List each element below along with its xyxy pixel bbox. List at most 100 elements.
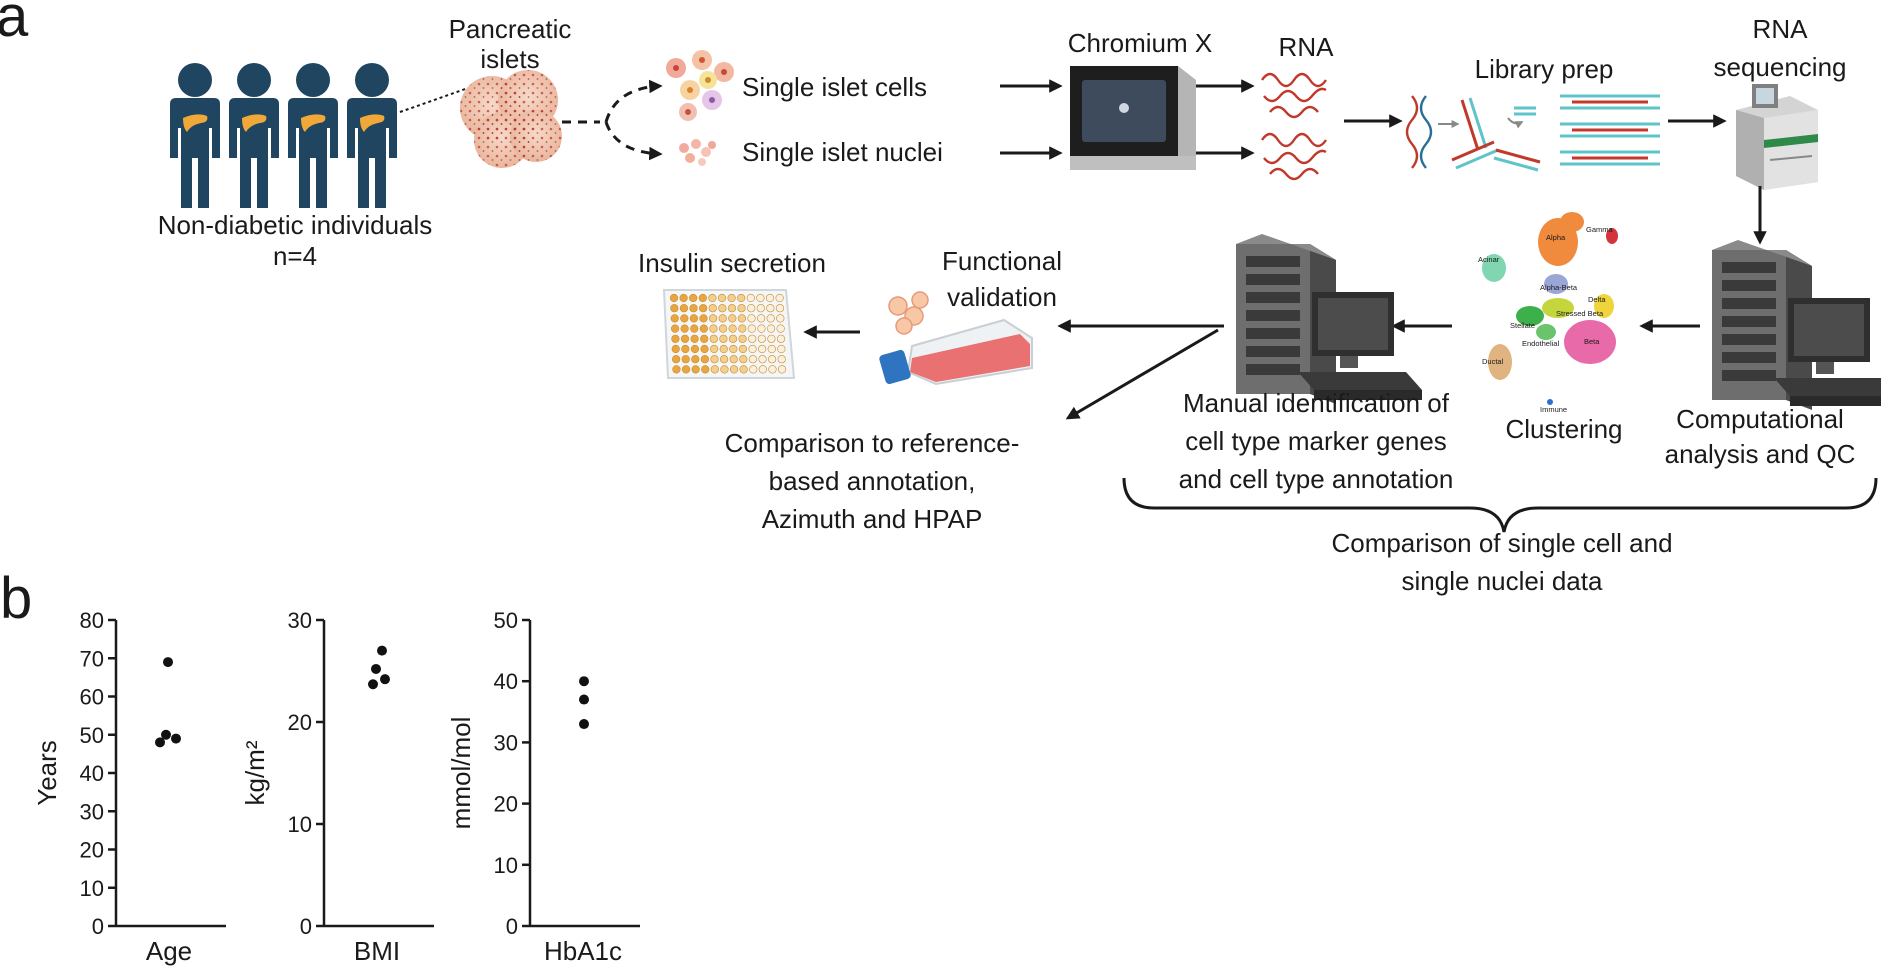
plate-well bbox=[729, 355, 738, 364]
plate-well bbox=[776, 324, 785, 333]
plate-well bbox=[729, 365, 739, 374]
manual-label-line2: cell type marker genes bbox=[1185, 426, 1447, 456]
plate-well bbox=[709, 334, 718, 343]
y-tick-label: 0 bbox=[300, 914, 312, 939]
plate-well bbox=[758, 355, 767, 364]
plate-well bbox=[680, 314, 689, 323]
plate-well bbox=[672, 365, 681, 374]
plate-well bbox=[739, 355, 748, 364]
plate-well bbox=[748, 344, 757, 354]
x-axis-label: HbA1c bbox=[544, 936, 622, 966]
seq-label-line2: sequencing bbox=[1714, 52, 1847, 82]
plate-well bbox=[679, 293, 688, 303]
plate-well bbox=[690, 324, 699, 333]
sequencing-library-icon bbox=[1560, 94, 1660, 166]
plate-well bbox=[737, 293, 746, 303]
plate-well bbox=[749, 365, 758, 374]
y-tick-label: 50 bbox=[80, 723, 104, 748]
single-cells-icon bbox=[666, 50, 734, 121]
y-tick-label: 30 bbox=[494, 730, 518, 755]
plate-well bbox=[767, 355, 777, 364]
y-tick-label: 20 bbox=[80, 838, 104, 863]
manual-label-line3: and cell type annotation bbox=[1179, 464, 1454, 494]
data-point bbox=[163, 657, 173, 668]
plate-well bbox=[756, 314, 766, 323]
umap-label-alpha: Alpha bbox=[1546, 233, 1566, 242]
plate-well bbox=[777, 355, 786, 364]
plate-well bbox=[671, 355, 681, 364]
chromium-label: Chromium X bbox=[1068, 28, 1212, 58]
y-axis-label: mmol/mol bbox=[446, 717, 476, 830]
panel-a-letter: a bbox=[0, 0, 29, 49]
plate-well bbox=[727, 293, 736, 303]
umap-clustering-plot: Acinar Alpha Gamma Alpha-Beta Delta Stre… bbox=[1478, 212, 1618, 414]
well-plate-icon bbox=[662, 289, 796, 379]
plate-well bbox=[710, 365, 719, 374]
data-point bbox=[579, 676, 589, 687]
data-point bbox=[368, 679, 378, 690]
data-point bbox=[161, 729, 171, 740]
plate-well bbox=[765, 293, 775, 303]
plate-well bbox=[689, 304, 698, 313]
plate-well bbox=[698, 293, 707, 303]
plate-well bbox=[718, 314, 727, 323]
umap-label-alphabeta: Alpha-Beta bbox=[1540, 283, 1578, 292]
x-axis-label: BMI bbox=[354, 936, 400, 966]
plate-well bbox=[708, 304, 717, 313]
plate-well bbox=[748, 334, 757, 343]
plate-well bbox=[719, 334, 728, 343]
pancreatic-islets-icon bbox=[460, 70, 562, 168]
plate-well bbox=[738, 334, 747, 343]
single-cells-label: Single islet cells bbox=[742, 72, 927, 102]
culture-flask-icon bbox=[879, 291, 1033, 386]
plate-well bbox=[699, 314, 708, 323]
plate-well bbox=[739, 365, 748, 374]
y-tick-label: 10 bbox=[494, 853, 518, 878]
sequencer-icon bbox=[1736, 84, 1818, 190]
plate-well bbox=[669, 293, 679, 303]
functional-label-line2: validation bbox=[947, 282, 1057, 312]
y-tick-label: 0 bbox=[506, 914, 518, 939]
plate-well bbox=[747, 324, 756, 333]
plate-well bbox=[681, 365, 691, 374]
brace-label-line2: single nuclei data bbox=[1402, 566, 1603, 596]
umap-label-delta: Delta bbox=[1588, 295, 1606, 304]
y-tick-label: 80 bbox=[80, 608, 104, 633]
y-tick-label: 40 bbox=[494, 669, 518, 694]
umap-label-beta: Beta bbox=[1584, 337, 1600, 346]
single-nuclei-label: Single islet nuclei bbox=[742, 137, 943, 167]
plate-well bbox=[728, 324, 737, 333]
manual-label-line1: Manual identification of bbox=[1183, 388, 1450, 418]
plate-well bbox=[776, 314, 785, 323]
y-tick-label: 0 bbox=[92, 914, 104, 939]
data-point bbox=[171, 733, 181, 744]
plate-well bbox=[689, 314, 699, 323]
donors-n-label: n=4 bbox=[273, 241, 317, 271]
plate-well bbox=[719, 355, 729, 364]
plate-well bbox=[727, 304, 737, 313]
plate-well bbox=[757, 334, 766, 343]
plate-well bbox=[717, 293, 727, 303]
plate-well bbox=[709, 324, 718, 333]
y-tick-label: 30 bbox=[80, 799, 104, 824]
clustering-label: Clustering bbox=[1505, 414, 1622, 444]
plate-well bbox=[681, 355, 690, 364]
data-point bbox=[579, 694, 589, 705]
panel-b-letter: b bbox=[0, 566, 32, 631]
plate-well bbox=[700, 334, 709, 343]
plate-well bbox=[718, 324, 728, 333]
plate-well bbox=[766, 304, 775, 313]
seq-label-line1: RNA bbox=[1753, 14, 1809, 44]
plate-well bbox=[776, 334, 786, 343]
plate-well bbox=[767, 334, 776, 343]
insulin-label: Insulin secretion bbox=[638, 248, 826, 278]
data-point bbox=[380, 674, 390, 685]
computational-server-icon bbox=[1712, 240, 1881, 410]
plate-well bbox=[690, 334, 699, 343]
plate-well bbox=[738, 324, 747, 333]
plate-well bbox=[700, 344, 709, 354]
plate-well bbox=[747, 304, 756, 313]
plate-well bbox=[728, 334, 738, 343]
